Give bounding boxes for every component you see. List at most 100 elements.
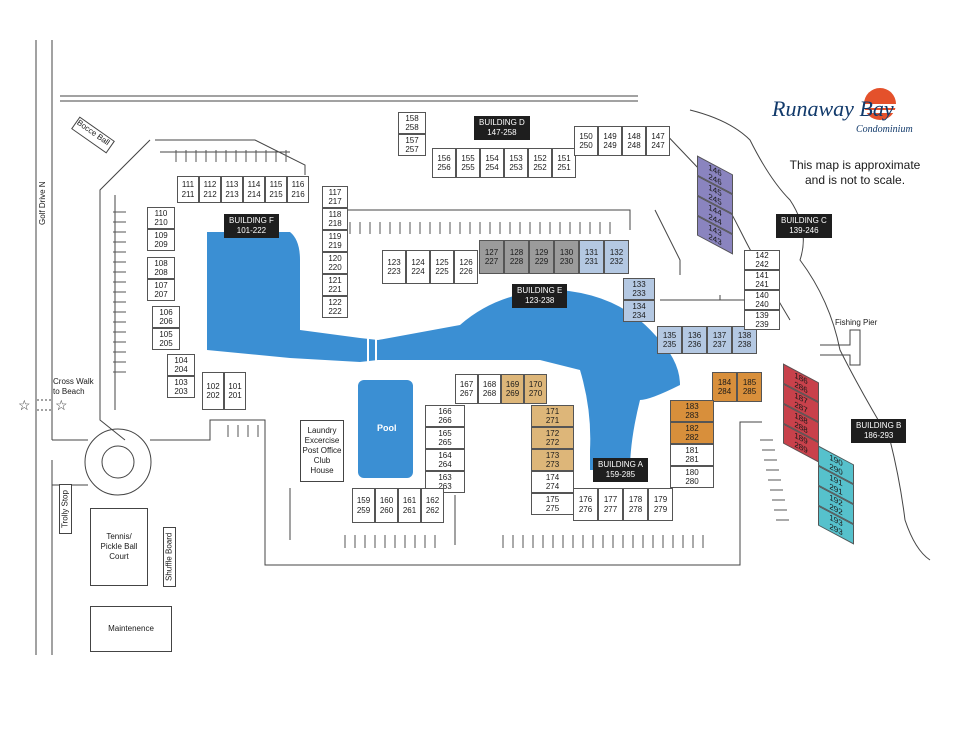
unit-number: 247 [651,141,665,150]
unit-number: 272 [545,438,560,447]
unit-number: 159 [356,496,371,505]
logo-subtitle: Condominium [856,124,913,135]
road-label-gulf-drive: Golf Drive N [38,181,47,225]
unit-number: 158 [405,113,419,123]
unit-number: 166 [438,406,452,416]
unit-number: 228 [509,257,524,266]
unit-number: 179 [653,495,668,504]
unit-number: 130 [559,247,574,257]
unit-number: 133 [632,279,646,289]
unit-number: 232 [609,257,624,266]
unit-number: 171 [545,406,560,416]
star-icon: ☆ [18,397,31,413]
unit-number: 151 [557,153,571,163]
unit-number: 254 [485,163,499,172]
unit-number: 141 [755,270,769,280]
unit-number: 233 [632,289,646,298]
unit-number: 110 [154,208,168,218]
unit-number: 137 [712,330,727,340]
unit-number: 153 [509,153,523,163]
unit-number: 157 [405,135,419,145]
unit-number: 278 [628,504,643,514]
unit-number: 138 [737,330,752,340]
unit-number: 267 [459,389,474,398]
unit-number: 203 [174,387,188,396]
unit-number: 250 [579,141,593,150]
unit-number: 180 [685,467,699,477]
unit-number: 184 [717,377,732,387]
unit-number: 176 [578,495,593,504]
unit-number: 281 [685,455,699,464]
unit-number: 252 [533,163,547,172]
unit-number: 206 [159,317,173,326]
unit-number: 268 [482,389,497,398]
unit-number: 280 [685,477,699,486]
unit-number: 128 [509,247,524,257]
pool-label: Pool [377,423,397,433]
unit-number: 118 [328,209,342,219]
unit-number: 178 [628,495,643,504]
unit-number: 169 [505,379,520,389]
unit-number: 132 [609,247,624,257]
unit-number: 257 [405,145,419,154]
unit-number: 113 [225,180,239,189]
unit-number: 124 [411,257,425,267]
unit-number: 202 [206,391,220,400]
unit-number: 150 [579,131,593,141]
unit-number: 106 [159,307,173,317]
unit-number: 129 [534,247,549,257]
unit-number: 111 [181,180,195,189]
unit-number: 213 [225,189,239,199]
unit-number: 160 [379,496,394,505]
unit-number: 283 [685,411,699,420]
unit-number: 114 [247,180,261,189]
unit-number: 224 [411,267,425,276]
unit-number: 102 [206,381,220,391]
unit-number: 217 [328,197,342,206]
unit-number: 172 [545,428,560,438]
unit-number: 116 [291,180,305,189]
unit-number: 155 [461,153,475,163]
unit-number: 120 [328,253,342,263]
shuffle-board: Shuffle Board [163,527,176,587]
unit-number: 230 [559,257,574,266]
unit-number: 177 [603,495,618,504]
